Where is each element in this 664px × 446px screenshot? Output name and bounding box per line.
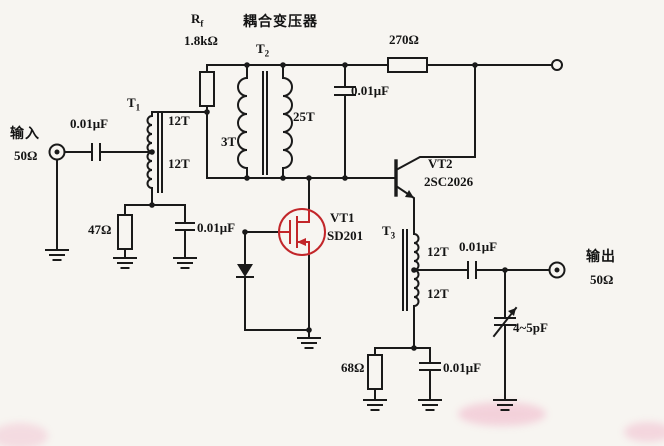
label-cap-decouple: 0.01μF [351, 83, 390, 98]
label-t3-winding1: 12T [427, 244, 449, 259]
input-connector [45, 143, 93, 261]
supply-decoupling-cap [334, 64, 356, 179]
watermark-smudge [0, 402, 664, 446]
ground-symbol [113, 257, 137, 269]
t2-transformer [237, 64, 293, 179]
rf-sub-text: f [200, 18, 204, 29]
junction-dots [149, 62, 508, 351]
input-coupling-cap [91, 143, 153, 161]
label-t2: T2 [256, 42, 269, 59]
vt2-transistor [394, 64, 476, 235]
label-rf: Rf [191, 12, 203, 29]
ground-symbol [173, 257, 197, 269]
t1-base-text: T [127, 95, 136, 110]
t2-sub-text: 2 [264, 48, 270, 59]
emitter-bypass-cap [418, 347, 442, 411]
supply-terminal [551, 59, 563, 71]
label-t1: T1 [127, 96, 140, 113]
t1-bypass-cap [173, 204, 197, 269]
ground-symbol [297, 337, 321, 349]
t3-sub-text: 3 [390, 230, 396, 241]
output-connector [548, 261, 566, 279]
label-t1-winding2: 12T [168, 156, 190, 171]
label-vt1-part: SD201 [327, 228, 364, 243]
label-input: 输入 [10, 127, 40, 142]
t3-transformer [374, 229, 431, 349]
label-r270: 270Ω [389, 32, 419, 47]
r47-resistor [113, 204, 137, 269]
label-t1-winding1: 12T [168, 113, 190, 128]
trimmer-capacitor [492, 269, 518, 411]
label-rf-value: 1.8kΩ [184, 33, 218, 48]
label-cap-input: 0.01μF [70, 116, 109, 131]
t2-base-text: T [256, 41, 265, 56]
rf-base-text: R [191, 11, 201, 26]
label-output: 输出 [586, 250, 616, 265]
ground-symbol [363, 399, 387, 411]
vt1-mosfet [244, 177, 326, 331]
t1-transformer [124, 111, 208, 206]
label-output-impedance: 50Ω [590, 272, 614, 287]
label-t3-winding2: 12T [427, 286, 449, 301]
t3-base-text: T [382, 223, 391, 238]
label-vt1-ref: VT1 [330, 210, 355, 225]
r68-resistor [363, 347, 387, 411]
label-cap-output: 0.01μF [459, 239, 498, 254]
label-t2-primary: 3T [221, 134, 237, 149]
label-vt2-part: 2SC2026 [424, 174, 474, 189]
output-coupling-cap [413, 261, 551, 279]
label-coupling-transformer: 耦合变压器 [243, 15, 318, 30]
r270-resistor [387, 57, 428, 73]
label-vt2-ref: VT2 [428, 156, 453, 171]
label-t3: T3 [382, 224, 395, 241]
ground-symbol [418, 399, 442, 411]
label-input-impedance: 50Ω [14, 148, 38, 163]
label-t2-secondary: 25T [293, 109, 315, 124]
t1-sub-text: 1 [135, 102, 141, 113]
label-r47: 47Ω [88, 222, 112, 237]
label-cap-t1: 0.01μF [197, 220, 236, 235]
ground-symbol [45, 249, 69, 261]
label-cap-bypass: 0.01μF [443, 360, 482, 375]
label-r68: 68Ω [341, 360, 365, 375]
protection-diode [236, 231, 321, 349]
label-trimmer: 4~5pF [513, 320, 548, 335]
rf-resistor [199, 64, 215, 179]
top-rail-wire [206, 59, 563, 71]
